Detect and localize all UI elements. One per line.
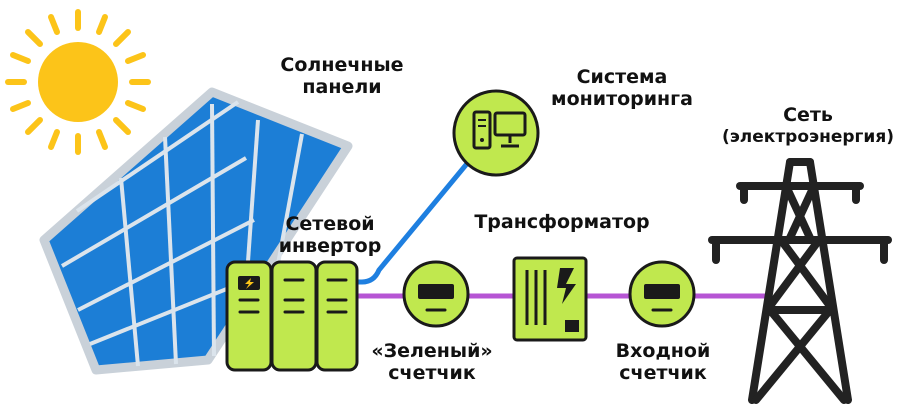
computer-icon bbox=[452, 89, 540, 177]
green-meter-icon bbox=[402, 260, 470, 328]
input-meter-label: Входной счетчик bbox=[615, 340, 711, 384]
solar-panel-icon bbox=[39, 87, 353, 375]
green-meter-label: «Зеленый» счетчик bbox=[371, 340, 493, 384]
inverter-icon bbox=[225, 260, 359, 372]
transformer-icon bbox=[512, 256, 588, 342]
monitoring-label: Система мониторинга bbox=[551, 66, 693, 110]
power-pylon-icon bbox=[708, 158, 892, 404]
input-meter-icon bbox=[628, 260, 696, 328]
sun-icon bbox=[5, 9, 151, 155]
transformer-label: Трансформатор bbox=[474, 211, 650, 233]
solar-panels-label: Солнечные панели bbox=[280, 54, 404, 98]
data-line bbox=[335, 157, 473, 285]
grid-label: Сеть (электроэнергия) bbox=[721, 104, 895, 147]
inverter-label: Сетевой инвертор bbox=[278, 213, 382, 257]
